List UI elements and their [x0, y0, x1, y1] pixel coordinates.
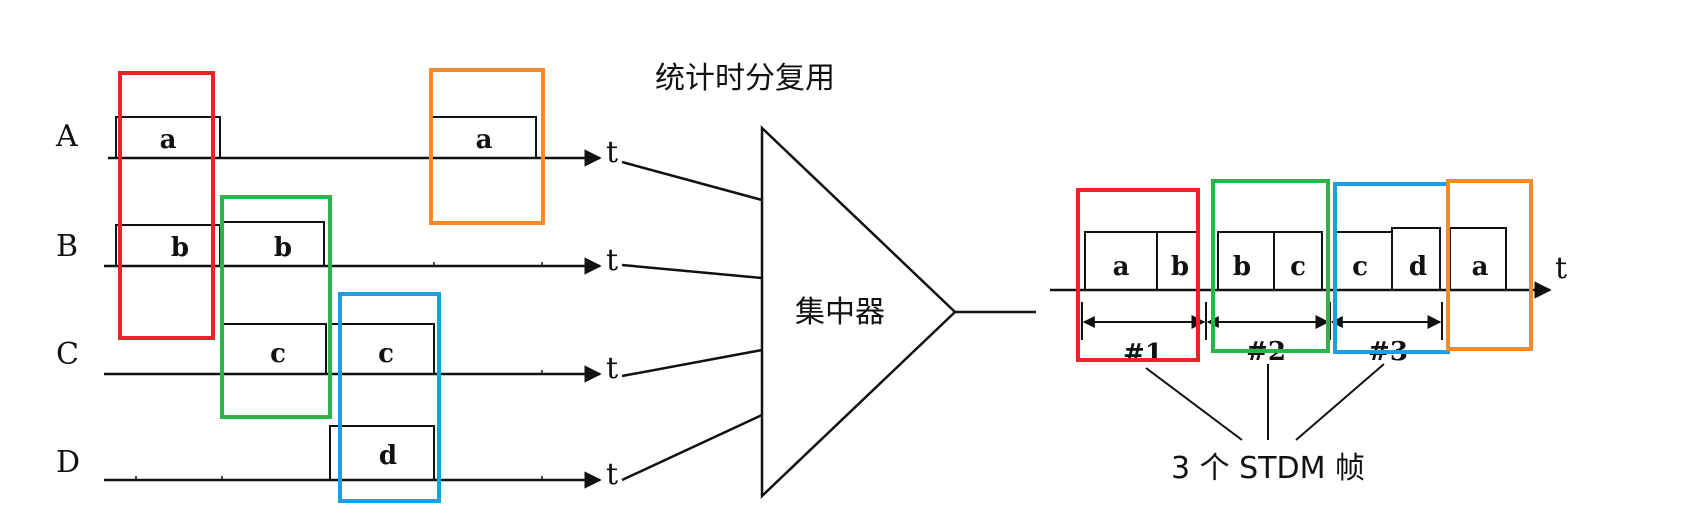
output-slot-5-label: c	[1352, 252, 1368, 282]
caption-leaders	[1145, 363, 1385, 441]
output-slot-7-label: a	[1472, 252, 1489, 282]
output-slot-1-label: a	[1113, 252, 1130, 282]
channel-c-time-label: t	[606, 351, 618, 386]
channel-d-slot-1-label: d	[379, 441, 397, 471]
channel-a-slot-2-label: a	[476, 125, 493, 155]
output-slot-2-label: b	[1171, 252, 1189, 282]
output-slot-4	[1273, 231, 1323, 291]
highlight-frame-2-inputs	[220, 195, 332, 419]
frame-dimensions	[1081, 302, 1443, 340]
channel-label-d: D	[56, 445, 80, 480]
channel-c-slot-1-label: c	[270, 339, 286, 369]
output-time-label: t	[1555, 251, 1567, 286]
input-lines	[621, 160, 763, 482]
highlight-frame-2	[1211, 179, 1330, 353]
channel-b-time-label: t	[606, 243, 618, 278]
channel-d-time-label: t	[606, 457, 618, 492]
frame-label-1: #1	[1123, 339, 1163, 369]
channel-b-slot-2-label: b	[274, 233, 292, 263]
channel-label-a: A	[55, 119, 78, 154]
output-slot-6-label: d	[1409, 252, 1427, 282]
channel-label-b: B	[56, 229, 78, 264]
concentrator-label: 集中器	[795, 295, 885, 330]
channel-d-slot-1	[329, 425, 435, 481]
channel-a-slot-1	[115, 116, 221, 159]
output-slot-4-label: c	[1290, 252, 1306, 282]
highlight-next-frame-input	[429, 68, 545, 225]
channel-a-time-label: t	[606, 135, 618, 170]
output-slot-6	[1391, 227, 1441, 291]
channel-b-slot-1	[115, 224, 221, 267]
highlight-frame-3-inputs	[338, 292, 441, 503]
concentrator-triangle	[760, 125, 957, 499]
channel-b-slot-1-label: b	[171, 233, 189, 263]
channel-a-slot-1-label: a	[160, 125, 177, 155]
channel-label-c: C	[56, 337, 79, 372]
output-slots: a b b c c d a	[1084, 227, 1507, 291]
highlight-next-frame	[1446, 179, 1533, 351]
highlight-frame-1-inputs	[118, 71, 215, 340]
output-slot-3-label: b	[1233, 252, 1251, 282]
highlight-frame-1	[1076, 188, 1200, 362]
diagram-title: 统计时分复用	[655, 61, 835, 96]
frames-caption: 3 个 STDM 帧	[1171, 451, 1365, 486]
channel-c-slot-2-label: c	[378, 339, 394, 369]
